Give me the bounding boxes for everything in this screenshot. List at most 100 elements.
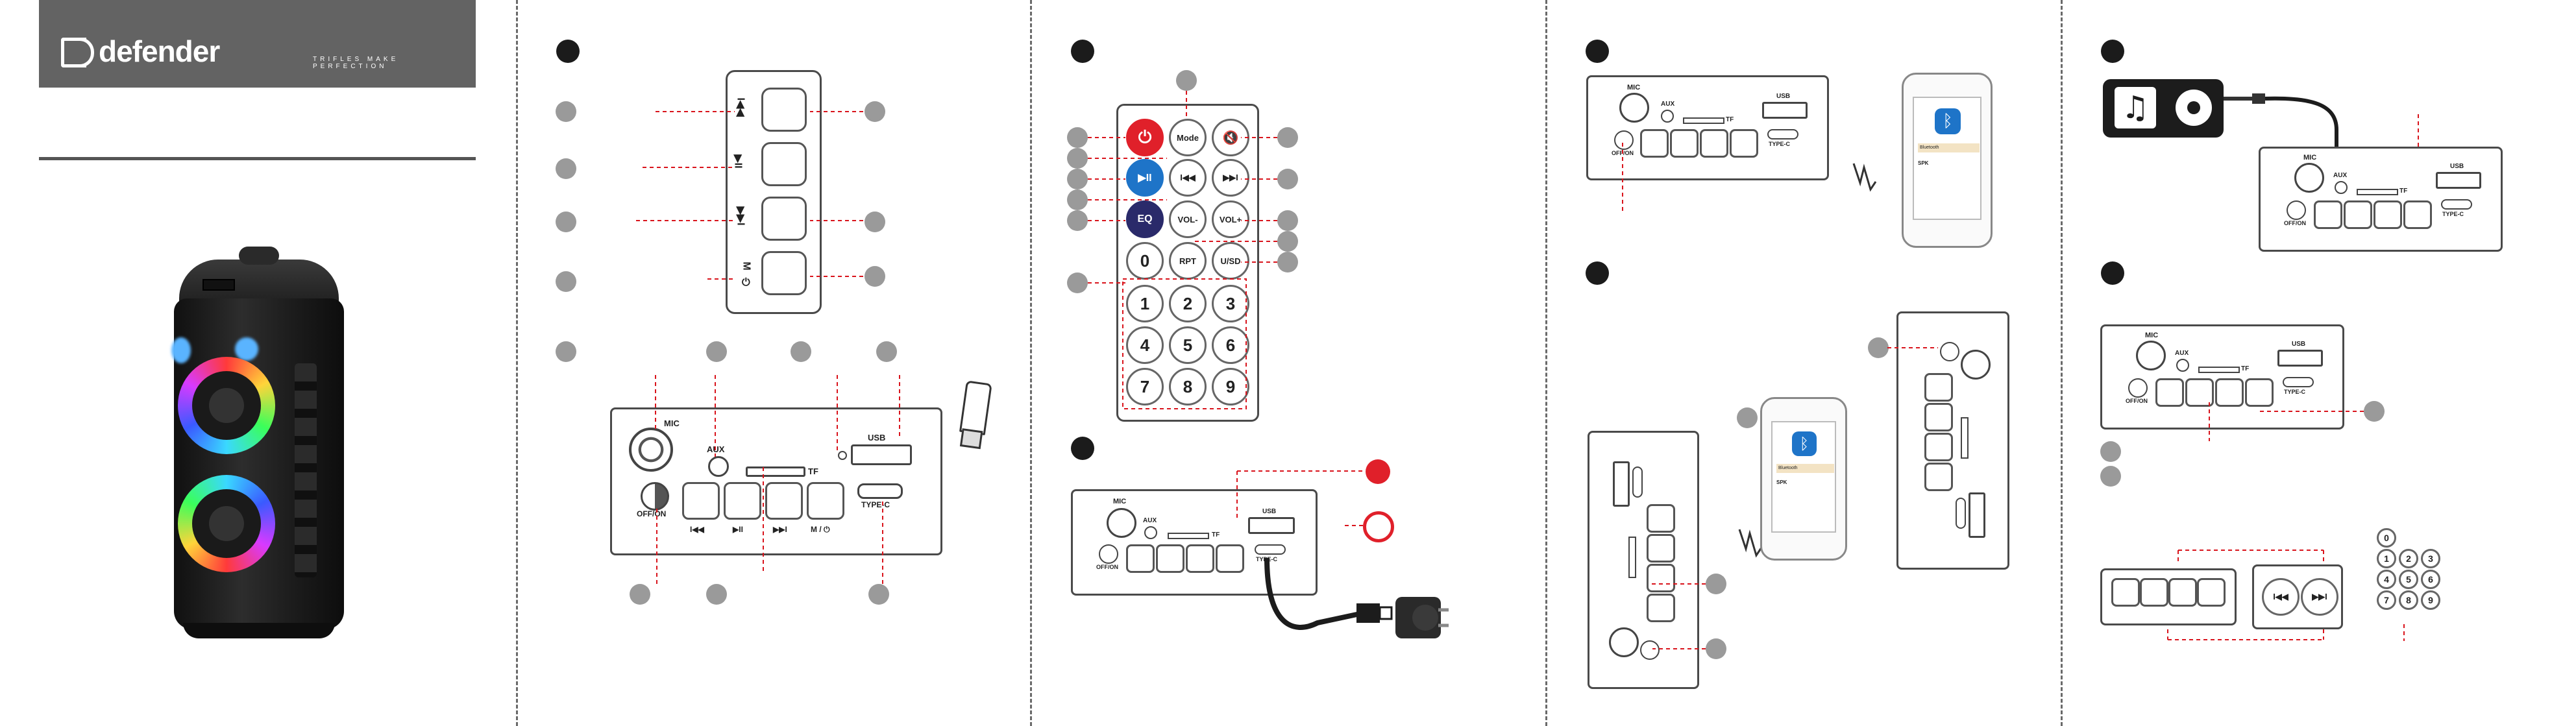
prev-button[interactable] bbox=[1126, 544, 1155, 573]
usbc-port[interactable] bbox=[1767, 129, 1798, 139]
power-switch[interactable] bbox=[1940, 342, 1959, 361]
mode-button[interactable] bbox=[1924, 463, 1953, 491]
next-button[interactable] bbox=[765, 482, 803, 520]
bt-device-row[interactable]: Bluetooth bbox=[1918, 143, 1980, 152]
mic-jack[interactable] bbox=[1609, 627, 1639, 657]
mic-jack[interactable] bbox=[629, 428, 673, 472]
aux-jack[interactable] bbox=[1661, 110, 1674, 123]
play-button[interactable] bbox=[1924, 403, 1953, 431]
aux-jack[interactable] bbox=[1144, 526, 1157, 539]
remote-mute-button[interactable]: 🔇 bbox=[1212, 119, 1249, 156]
remote-vol-up-button[interactable]: VOL+ bbox=[1212, 200, 1249, 238]
mini-digit-5[interactable]: 5 bbox=[2399, 570, 2418, 589]
usbc-port[interactable] bbox=[857, 483, 903, 499]
aux-jack[interactable] bbox=[708, 456, 729, 477]
tf-slot[interactable] bbox=[2198, 367, 2240, 373]
usb-port[interactable] bbox=[1613, 461, 1630, 507]
remote-digit-8[interactable]: 8 bbox=[1169, 368, 1207, 405]
next-button[interactable] bbox=[2168, 578, 2197, 607]
mode-button[interactable] bbox=[2197, 578, 2226, 607]
next-button[interactable] bbox=[2215, 378, 2244, 407]
usb-port[interactable] bbox=[1762, 102, 1808, 119]
mic-jack[interactable] bbox=[1107, 508, 1136, 538]
usb-port[interactable] bbox=[851, 444, 912, 465]
next-button[interactable] bbox=[1924, 433, 1953, 461]
mini-digit-6[interactable]: 6 bbox=[2421, 570, 2440, 589]
remote-usb-sd-button[interactable]: U/SD bbox=[1212, 242, 1249, 280]
usb-port[interactable] bbox=[1248, 517, 1295, 534]
remote-next-button[interactable]: ▶▶I bbox=[2301, 578, 2338, 616]
play-button[interactable] bbox=[1670, 129, 1699, 158]
remote-vol-down-button[interactable]: VOL- bbox=[1169, 200, 1207, 238]
remote-eq-button[interactable]: EQ bbox=[1126, 200, 1164, 238]
mini-digit-9[interactable]: 9 bbox=[2421, 590, 2440, 610]
usbc-port[interactable] bbox=[1956, 498, 1966, 529]
remote-prev-button[interactable]: I◀◀ bbox=[2262, 578, 2300, 616]
next-button[interactable] bbox=[1647, 534, 1675, 563]
usbc-port[interactable] bbox=[1632, 466, 1643, 498]
play-button[interactable] bbox=[761, 142, 807, 186]
aux-jack[interactable] bbox=[2335, 181, 2348, 194]
remote-digit-9[interactable]: 9 bbox=[1212, 368, 1249, 405]
tf-slot[interactable] bbox=[2357, 189, 2398, 195]
power-switch[interactable] bbox=[1099, 544, 1118, 564]
prev-button[interactable] bbox=[1640, 129, 1669, 158]
prev-button[interactable] bbox=[761, 88, 807, 132]
tf-slot[interactable] bbox=[1683, 117, 1724, 124]
next-button[interactable] bbox=[761, 197, 807, 241]
prev-button[interactable] bbox=[2111, 578, 2140, 607]
remote-next-button[interactable]: ▶▶I bbox=[1212, 159, 1249, 197]
mode-button[interactable] bbox=[2245, 378, 2274, 407]
usbc-port[interactable] bbox=[1255, 544, 1286, 555]
mode-button[interactable] bbox=[1730, 129, 1758, 158]
remote-digit-1[interactable]: 1 bbox=[1126, 285, 1164, 322]
power-switch[interactable] bbox=[2287, 200, 2306, 220]
remote-play-button[interactable]: ▶II bbox=[1126, 159, 1164, 197]
usb-port[interactable] bbox=[2436, 172, 2481, 189]
next-button[interactable] bbox=[2374, 200, 2402, 229]
mini-digit-7[interactable]: 7 bbox=[2377, 590, 2396, 610]
mode-button[interactable] bbox=[1647, 504, 1675, 533]
power-switch[interactable] bbox=[2128, 378, 2148, 398]
aux-jack[interactable] bbox=[2176, 359, 2189, 372]
prev-button[interactable] bbox=[2155, 378, 2184, 407]
usb-port[interactable] bbox=[1969, 492, 1985, 538]
tf-slot[interactable] bbox=[1628, 537, 1636, 578]
power-switch[interactable] bbox=[1614, 130, 1634, 150]
mini-digit-1[interactable]: 1 bbox=[2377, 549, 2396, 568]
remote-digit-2[interactable]: 2 bbox=[1169, 285, 1207, 322]
mic-jack[interactable] bbox=[2294, 163, 2324, 193]
remote-repeat-button[interactable]: RPT bbox=[1169, 242, 1207, 280]
remote-digit-4[interactable]: 4 bbox=[1126, 326, 1164, 364]
next-button[interactable] bbox=[1186, 544, 1214, 573]
tf-slot[interactable] bbox=[1168, 533, 1209, 539]
mini-digit-8[interactable]: 8 bbox=[2399, 590, 2418, 610]
remote-digit-7[interactable]: 7 bbox=[1126, 368, 1164, 405]
remote-digit-6[interactable]: 6 bbox=[1212, 326, 1249, 364]
bt-device-row[interactable]: Bluetooth bbox=[1776, 464, 1834, 473]
mode-button[interactable] bbox=[761, 251, 807, 295]
mini-digit-3[interactable]: 3 bbox=[2421, 549, 2440, 568]
mode-button[interactable] bbox=[1216, 544, 1244, 573]
usbc-port[interactable] bbox=[2441, 199, 2472, 210]
mini-digit-0[interactable]: 0 bbox=[2377, 528, 2396, 548]
remote-digit-5[interactable]: 5 bbox=[1169, 326, 1207, 364]
prev-button[interactable] bbox=[1647, 594, 1675, 622]
play-button[interactable] bbox=[724, 482, 761, 520]
tf-slot[interactable] bbox=[746, 466, 805, 477]
tf-slot[interactable] bbox=[1961, 417, 1969, 459]
mode-button[interactable] bbox=[807, 482, 844, 520]
remote-power-button[interactable]: ⏻ bbox=[1126, 119, 1164, 156]
play-button[interactable] bbox=[2344, 200, 2372, 229]
play-button[interactable] bbox=[1156, 544, 1184, 573]
mic-jack[interactable] bbox=[1961, 350, 1991, 380]
power-switch[interactable] bbox=[641, 482, 669, 511]
mini-digit-4[interactable]: 4 bbox=[2377, 570, 2396, 589]
usb-port[interactable] bbox=[2277, 350, 2323, 367]
play-button[interactable] bbox=[2185, 378, 2214, 407]
mini-digit-2[interactable]: 2 bbox=[2399, 549, 2418, 568]
remote-digit-3[interactable]: 3 bbox=[1212, 285, 1249, 322]
play-button[interactable] bbox=[1647, 564, 1675, 592]
mode-button[interactable] bbox=[2403, 200, 2432, 229]
play-button[interactable] bbox=[2140, 578, 2168, 607]
